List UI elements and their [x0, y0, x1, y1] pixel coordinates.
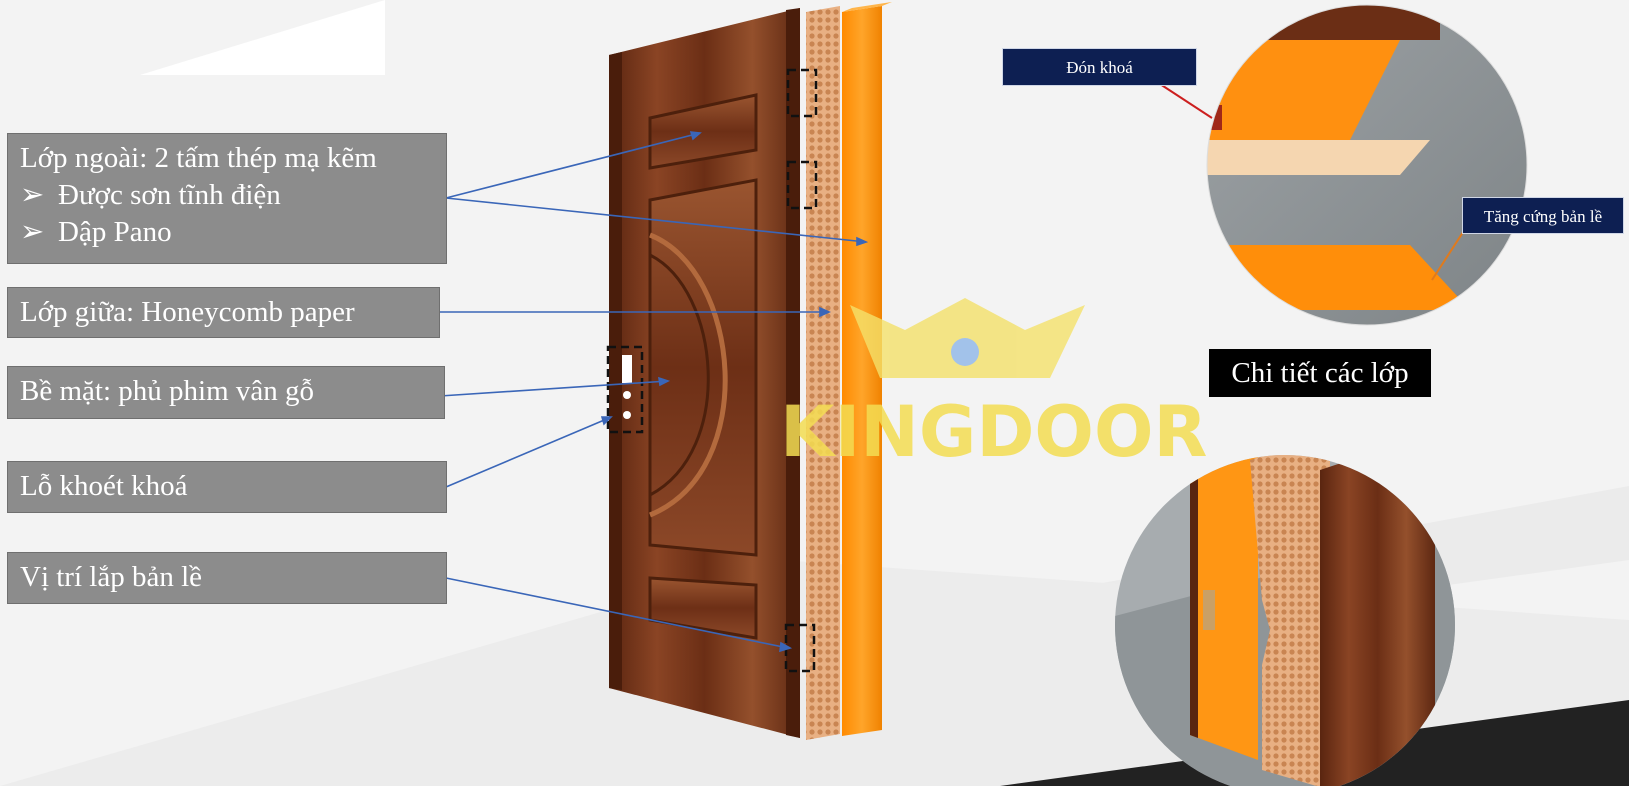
- bullet-arrow-icon: ➢: [20, 177, 58, 214]
- hinge-reinforcement-callout: Tăng cứng bản lề: [1462, 197, 1624, 234]
- surface-label: Bề mặt: phủ phim vân gỗ: [7, 366, 445, 419]
- hinge-position-label: Vị trí lắp bản lề: [7, 552, 447, 604]
- lock-strike-callout: Đón khoá: [1002, 48, 1197, 86]
- outer-layer-bullet-1: ➢Được sơn tĩnh điện: [20, 177, 434, 214]
- outer-layer-bullet-2: ➢Dập Pano: [20, 214, 434, 251]
- outer-layer-heading: Lớp ngoài: 2 tấm thép mạ kẽm: [20, 140, 434, 177]
- lock-hole-label: Lỗ khoét khoá: [7, 461, 447, 513]
- bullet-arrow-icon: ➢: [20, 214, 58, 251]
- layers-detail-title: Chi tiết các lớp: [1209, 349, 1431, 397]
- outer-layer-label: Lớp ngoài: 2 tấm thép mạ kẽm ➢Được sơn t…: [7, 133, 447, 264]
- middle-layer-label: Lớp giữa: Honeycomb paper: [7, 287, 440, 338]
